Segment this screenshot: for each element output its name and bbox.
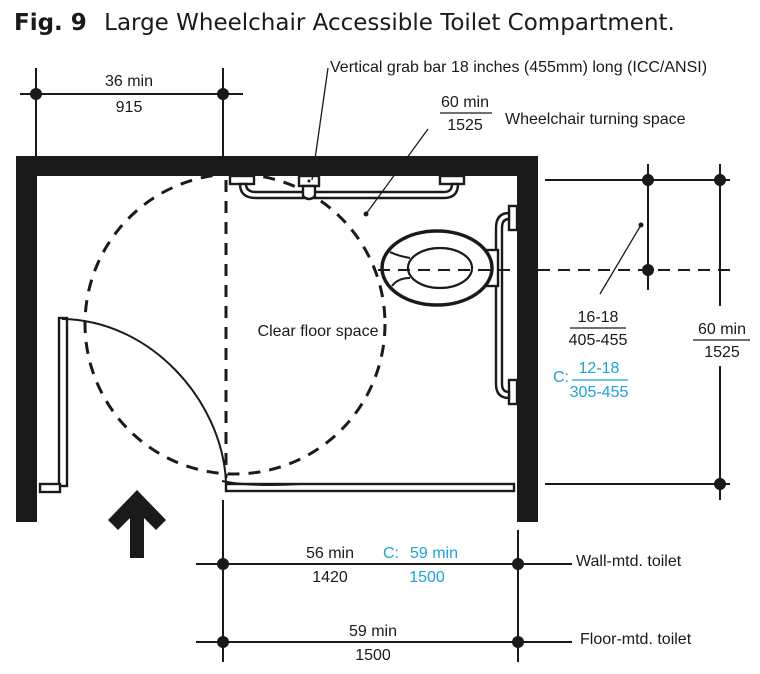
depth-metric: 1525 xyxy=(704,344,740,361)
wall-mtd-width-imperial: 56 min xyxy=(306,545,354,562)
wall-mtd-width-c-prefix: C: xyxy=(383,545,399,562)
front-partition xyxy=(224,482,516,493)
arrow-up-icon xyxy=(108,490,166,558)
toilet-centerline-c-prefix: C: xyxy=(553,369,569,386)
door-swing-arc xyxy=(61,318,227,483)
toilet-centerline-c-imperial: 12-18 xyxy=(579,360,620,377)
dimension-door-width: 36 min 915 xyxy=(20,68,243,156)
turning-circle-metric: 1525 xyxy=(447,117,483,134)
wall-mtd-toilet-label: Wall-mtd. toilet xyxy=(576,553,682,570)
turning-circle-imperial: 60 min xyxy=(441,94,489,111)
wall-mtd-width-c-imperial: 59 min xyxy=(410,545,458,562)
grab-bar-callout: Vertical grab bar 18 inches (455mm) long… xyxy=(311,59,707,181)
back-wall xyxy=(16,156,538,176)
figure-number: Fig. 9 xyxy=(14,10,87,36)
toilet-centerline-metric: 405-455 xyxy=(569,332,628,349)
wall-mtd-width-c-metric: 1500 xyxy=(409,569,445,586)
toilet-centerline-c-metric: 305-455 xyxy=(570,384,629,401)
dimension-widths: 56 min 1420 C: 59 min 1500 Wall-mtd. toi… xyxy=(196,500,692,664)
door-stop xyxy=(38,482,62,494)
dimension-toilet-centerline: 16-18 405-455 C: 12-18 305-455 xyxy=(545,164,730,401)
rear-grab-bar xyxy=(228,174,466,201)
turning-space-callout: 60 min 1525 Wheelchair turning space xyxy=(363,94,686,217)
figure-title: Fig. 9 Large Wheelchair Accessible Toile… xyxy=(14,10,675,36)
grab-bar-label: Vertical grab bar 18 inches (455mm) long… xyxy=(330,59,707,76)
toilet-centerline-imperial: 16-18 xyxy=(578,309,619,326)
floor-mtd-toilet-label: Floor-mtd. toilet xyxy=(580,631,692,648)
wall-mtd-width-metric: 1420 xyxy=(312,569,348,586)
clear-floor-space-label: Clear floor space xyxy=(258,323,379,340)
door-width-metric: 915 xyxy=(116,99,143,116)
floor-mtd-width-metric: 1500 xyxy=(355,647,391,664)
wheelchair-turning-circle xyxy=(83,172,387,476)
toilet xyxy=(380,229,500,307)
side-grab-bar xyxy=(494,204,519,406)
right-wall xyxy=(517,156,538,522)
floor-mtd-width-imperial: 59 min xyxy=(349,623,397,640)
door-leaf xyxy=(57,316,69,488)
turning-space-label: Wheelchair turning space xyxy=(505,111,686,128)
toilet-seat xyxy=(406,246,474,290)
compartment-walls xyxy=(16,156,538,522)
partition-edge xyxy=(221,480,301,486)
door xyxy=(38,316,227,494)
figure-caption: Large Wheelchair Accessible Toilet Compa… xyxy=(104,10,675,36)
dimension-depth: 60 min 1525 xyxy=(545,164,750,500)
left-wall xyxy=(16,156,37,522)
depth-imperial: 60 min xyxy=(698,321,746,338)
door-width-imperial: 36 min xyxy=(105,73,153,90)
